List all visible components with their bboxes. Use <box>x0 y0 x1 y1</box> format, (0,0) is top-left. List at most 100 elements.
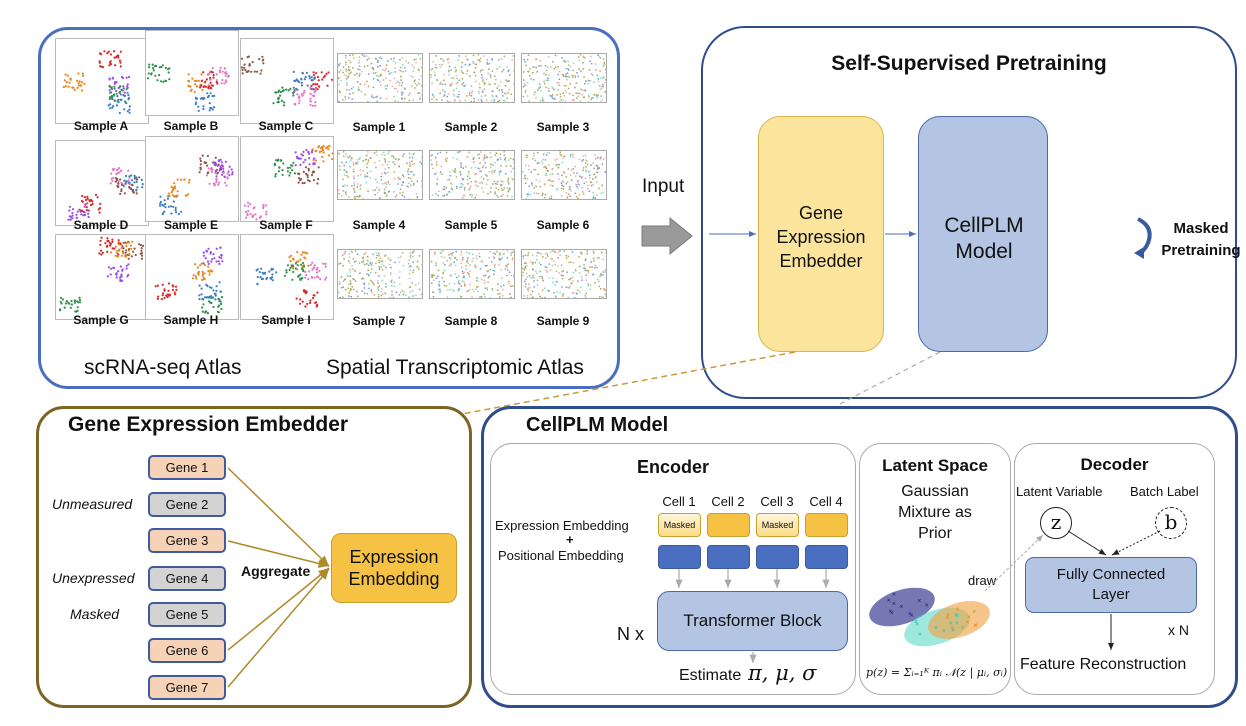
batch-label-node[interactable]: b <box>1155 507 1187 539</box>
cluster-1-ellipse <box>869 587 935 627</box>
estimate-label: Estimate <box>679 667 742 684</box>
scrna-sample-label: Sample E <box>163 218 219 232</box>
spatial-sample-label: Sample 8 <box>444 314 498 328</box>
spatial-thumbnail <box>337 150 423 200</box>
gene-item[interactable]: Gene 4 <box>148 566 226 591</box>
scrna-atlas-title: scRNA-seq Atlas <box>84 356 242 379</box>
cell-label: Cell 1 <box>662 494 696 509</box>
spatial-thumbnail <box>521 150 607 200</box>
gene-status-note: Unmeasured <box>52 496 133 512</box>
scrna-sample-label: Sample G <box>73 313 129 327</box>
latent-sample-point: × <box>965 619 969 626</box>
expression-token <box>707 513 750 537</box>
scrna-umap-thumbnail <box>145 30 239 116</box>
feature-reconstruction-label: Feature Reconstruction <box>1020 656 1187 673</box>
latent-sample-point: × <box>949 621 953 628</box>
model-block-label: CellPLM Model <box>944 214 1024 263</box>
transformer-block[interactable]: Transformer Block <box>657 591 848 651</box>
masked-expression-token: Masked <box>658 513 701 537</box>
spatial-atlas-title: Spatial Transcriptomic Atlas <box>326 356 584 379</box>
embedder-panel-title: Gene Expression Embedder <box>68 413 349 436</box>
latent-sample-point: × <box>888 609 892 616</box>
cell-label: Cell 4 <box>809 494 843 509</box>
spatial-thumbnail <box>337 53 423 103</box>
spatial-sample-label: Sample 7 <box>352 314 406 328</box>
input-label: Input <box>642 176 685 197</box>
gene-item[interactable]: Gene 7 <box>148 675 226 700</box>
scrna-sample-label: Sample C <box>258 119 314 133</box>
latent-sample-point: × <box>908 611 912 618</box>
gaussian-mixture-plot: ×××××××××××××××××××××××××××××× <box>869 587 990 647</box>
masked-expression-token: Masked <box>756 513 799 537</box>
latent-sample-point: × <box>910 613 914 620</box>
gene-expression-embedder-block[interactable]: Gene Expression Embedder <box>758 116 884 352</box>
latent-sample-point: × <box>887 598 891 605</box>
expression-embedding-row-label: Expression Embedding <box>495 518 629 533</box>
spatial-sample-label: Sample 3 <box>536 120 590 134</box>
gene-expression-embedder-panel <box>36 406 472 708</box>
latent-sample-point: × <box>892 601 896 608</box>
expression-embedding-block[interactable]: Expression Embedding <box>331 533 457 603</box>
latent-sample-point: × <box>942 628 946 635</box>
scrna-umap-thumbnail <box>240 136 334 222</box>
gene-item[interactable]: Gene 6 <box>148 638 226 663</box>
latent-sample-point: × <box>946 612 950 619</box>
latent-sample-point: × <box>956 607 960 614</box>
latent-sample-point: × <box>892 592 896 599</box>
gene-status-note: Unexpressed <box>52 570 135 586</box>
embedder-block-label: Gene Expression Embedder <box>776 203 866 271</box>
cycle-arrow-icon <box>1134 217 1152 259</box>
fully-connected-layer[interactable]: Fully Connected Layer <box>1025 557 1197 613</box>
spatial-sample-label: Sample 2 <box>444 120 498 134</box>
expression-token <box>805 513 848 537</box>
latent-sample-point: × <box>951 628 955 635</box>
latent-sample-point: × <box>972 609 976 616</box>
latent-sample-point: × <box>960 625 964 632</box>
latent-sample-point: × <box>915 622 919 629</box>
scrna-umap-thumbnail <box>145 234 239 320</box>
gene-item[interactable]: Gene 2 <box>148 492 226 517</box>
spatial-sample-label: Sample 4 <box>352 218 406 232</box>
cell-label: Cell 2 <box>711 494 745 509</box>
input-arrow-icon <box>641 216 693 256</box>
latent-variable-label: Latent Variable <box>1016 484 1103 499</box>
latent-sample-point: × <box>925 603 929 610</box>
encoder-repeat-label: N x <box>617 624 644 644</box>
encoder-section <box>490 443 856 695</box>
scrna-sample-label: Sample D <box>73 218 129 232</box>
scrna-umap-thumbnail <box>55 38 149 124</box>
latent-sample-point: × <box>945 615 949 622</box>
gene-item[interactable]: Gene 5 <box>148 602 226 627</box>
spatial-sample-label: Sample 9 <box>536 314 590 328</box>
spatial-thumbnail <box>521 53 607 103</box>
gene-status-note: Masked <box>70 606 120 622</box>
positional-token <box>707 545 750 569</box>
latent-variable-node[interactable]: z <box>1040 507 1072 539</box>
aggregate-label: Aggregate <box>241 563 311 579</box>
scrna-sample-label: Sample B <box>163 119 219 133</box>
masked-label-line1: Masked <box>1173 220 1229 237</box>
positional-embedding-row-label: Positional Embedding <box>498 548 624 563</box>
scrna-umap-thumbnail <box>240 38 334 124</box>
gene-item[interactable]: Gene 3 <box>148 528 226 553</box>
latent-sample-point: × <box>955 621 959 628</box>
plus-sign: + <box>566 532 574 547</box>
latent-space-subtitle: Gaussian Mixture as Prior <box>898 483 972 542</box>
latent-space-title: Latent Space <box>882 456 988 475</box>
batch-label-label: Batch Label <box>1130 484 1199 499</box>
masked-label-line2: Pretraining <box>1161 242 1241 259</box>
mixture-formula: p(z) = Σᵢ₌₁ᴷ πᵢ 𝒩(z | μᵢ, σᵢ) <box>866 666 1008 679</box>
pretraining-panel <box>701 26 1237 399</box>
latent-sample-point: × <box>955 613 959 620</box>
positional-token <box>805 545 848 569</box>
scrna-umap-thumbnail <box>55 234 149 320</box>
model-panel-title: CellPLM Model <box>526 414 669 436</box>
latent-sample-point: × <box>899 604 903 611</box>
spatial-thumbnail <box>337 249 423 299</box>
cellplm-model-block[interactable]: CellPLM Model <box>918 116 1048 352</box>
latent-sample-point: × <box>950 625 954 632</box>
latent-sample-point: × <box>890 610 894 617</box>
gene-item[interactable]: Gene 1 <box>148 455 226 480</box>
expression-embedding-label: Expression Embedding <box>348 547 440 589</box>
latent-sample-point: × <box>967 614 971 621</box>
